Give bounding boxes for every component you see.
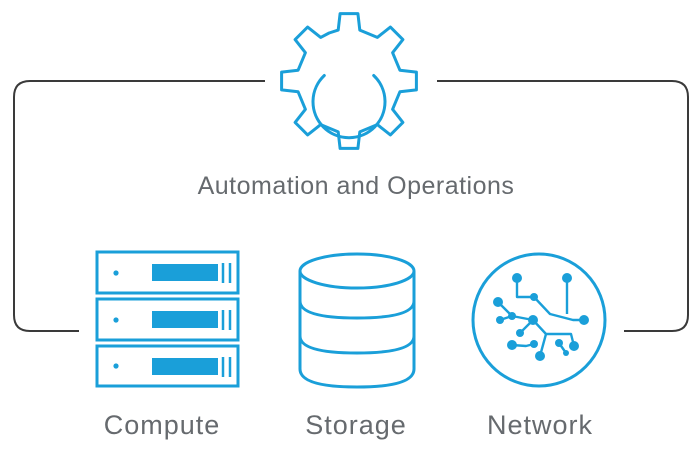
gear-outline	[280, 12, 418, 150]
server-unit	[95, 250, 240, 295]
compute-label: Compute	[103, 410, 221, 440]
connector-frame-line	[13, 80, 689, 332]
network-ring	[471, 252, 607, 388]
database-icon	[298, 252, 416, 389]
network-label: Network	[486, 410, 594, 440]
storage-label: Storage	[305, 410, 407, 440]
server-unit	[95, 297, 240, 342]
server-unit	[95, 344, 240, 388]
network-node-icon	[471, 252, 607, 388]
gear-icon	[280, 12, 418, 150]
diagram-title: Automation and Operations	[197, 172, 515, 200]
server-stack-icon	[95, 250, 240, 388]
gear-inner-arc	[311, 74, 387, 140]
